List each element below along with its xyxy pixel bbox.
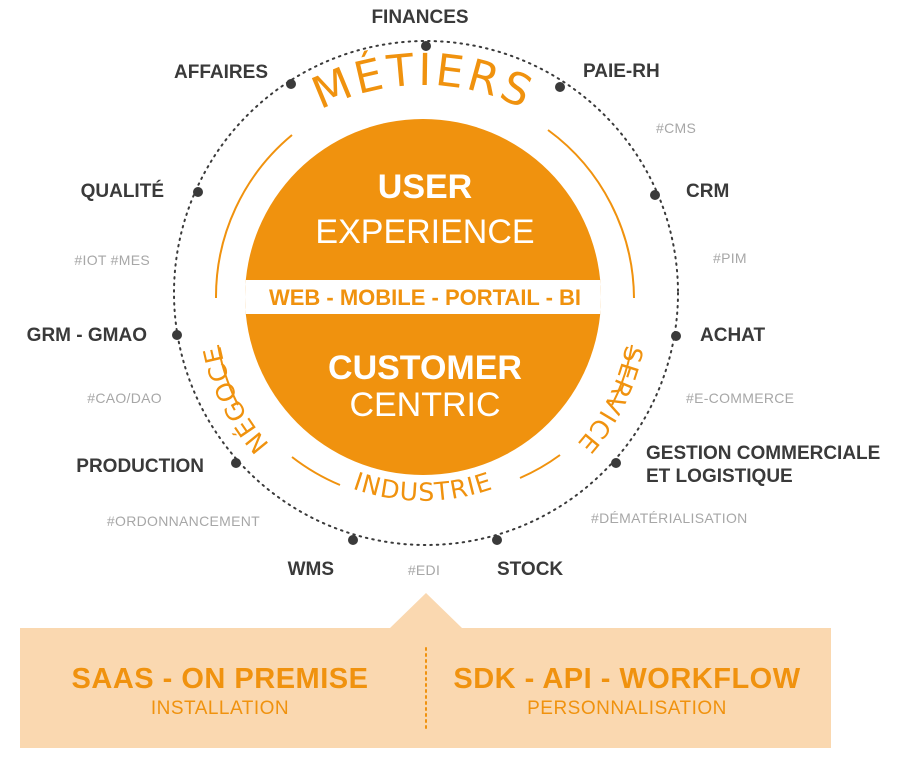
node-label-grm-gmao: GRM - GMAO	[27, 325, 147, 346]
node-label-affaires: AFFAIRES	[174, 62, 268, 83]
core-customer: CUSTOMER	[328, 349, 522, 387]
core-experience: EXPERIENCE	[315, 213, 534, 251]
node-dot-stock	[492, 535, 502, 545]
node-label-gestion-commerciale-line2: ET LOGISTIQUE	[646, 466, 793, 487]
tag-cao-dao: #CAO/DAO	[87, 390, 162, 406]
node-label-wms: WMS	[288, 559, 334, 580]
node-label-crm: CRM	[686, 181, 729, 202]
node-label-stock: STOCK	[497, 559, 563, 580]
node-dot-crm	[650, 190, 660, 200]
panel-right-title: SDK - API - WORKFLOW	[453, 663, 800, 695]
tag-pim: #PIM	[713, 250, 747, 266]
node-label-finances: FINANCES	[371, 7, 468, 28]
panel-left-title: SAAS - ON PREMISE	[72, 663, 369, 695]
tag-ordonnancement: #ORDONNANCEMENT	[107, 513, 260, 529]
node-dot-grm-gmao	[172, 330, 182, 340]
tag-iot-mes: #IOT #MES	[74, 252, 150, 268]
node-label-paie-rh: PAIE-RH	[583, 61, 660, 82]
tag-dematerialisation: #DÉMATÉRIALISATION	[591, 510, 748, 526]
channels-band-text: WEB - MOBILE - PORTAIL - BI	[269, 285, 581, 310]
node-label-achat: ACHAT	[700, 325, 765, 346]
node-label-production: PRODUCTION	[76, 456, 204, 477]
outer-dotted-ring	[173, 40, 679, 546]
tag-edi: #EDI	[408, 562, 440, 578]
node-label-qualite: QUALITÉ	[81, 180, 164, 202]
node-dot-affaires	[286, 79, 296, 89]
node-dot-qualite	[193, 187, 203, 197]
node-dot-gestion-commerciale	[611, 458, 621, 468]
node-dot-paie-rh	[555, 82, 565, 92]
core-disk	[245, 119, 601, 475]
tag-e-commerce: #E-COMMERCE	[686, 390, 794, 406]
core-centric: CENTRIC	[349, 386, 500, 424]
panel-left-subtitle: INSTALLATION	[151, 698, 289, 719]
deployment-panel	[20, 593, 831, 748]
node-dot-finances	[421, 41, 431, 51]
node-dot-achat	[671, 331, 681, 341]
node-dots	[172, 41, 681, 545]
panel-right-subtitle: PERSONNALISATION	[527, 698, 727, 719]
inner-orange-ring	[214, 129, 635, 486]
node-dot-production	[231, 458, 241, 468]
node-label-gestion-commerciale: GESTION COMMERCIALE	[646, 443, 880, 464]
node-dot-wms	[348, 535, 358, 545]
core-user: USER	[378, 168, 472, 206]
channels-band	[245, 280, 601, 314]
tag-cms: #CMS	[656, 120, 696, 136]
